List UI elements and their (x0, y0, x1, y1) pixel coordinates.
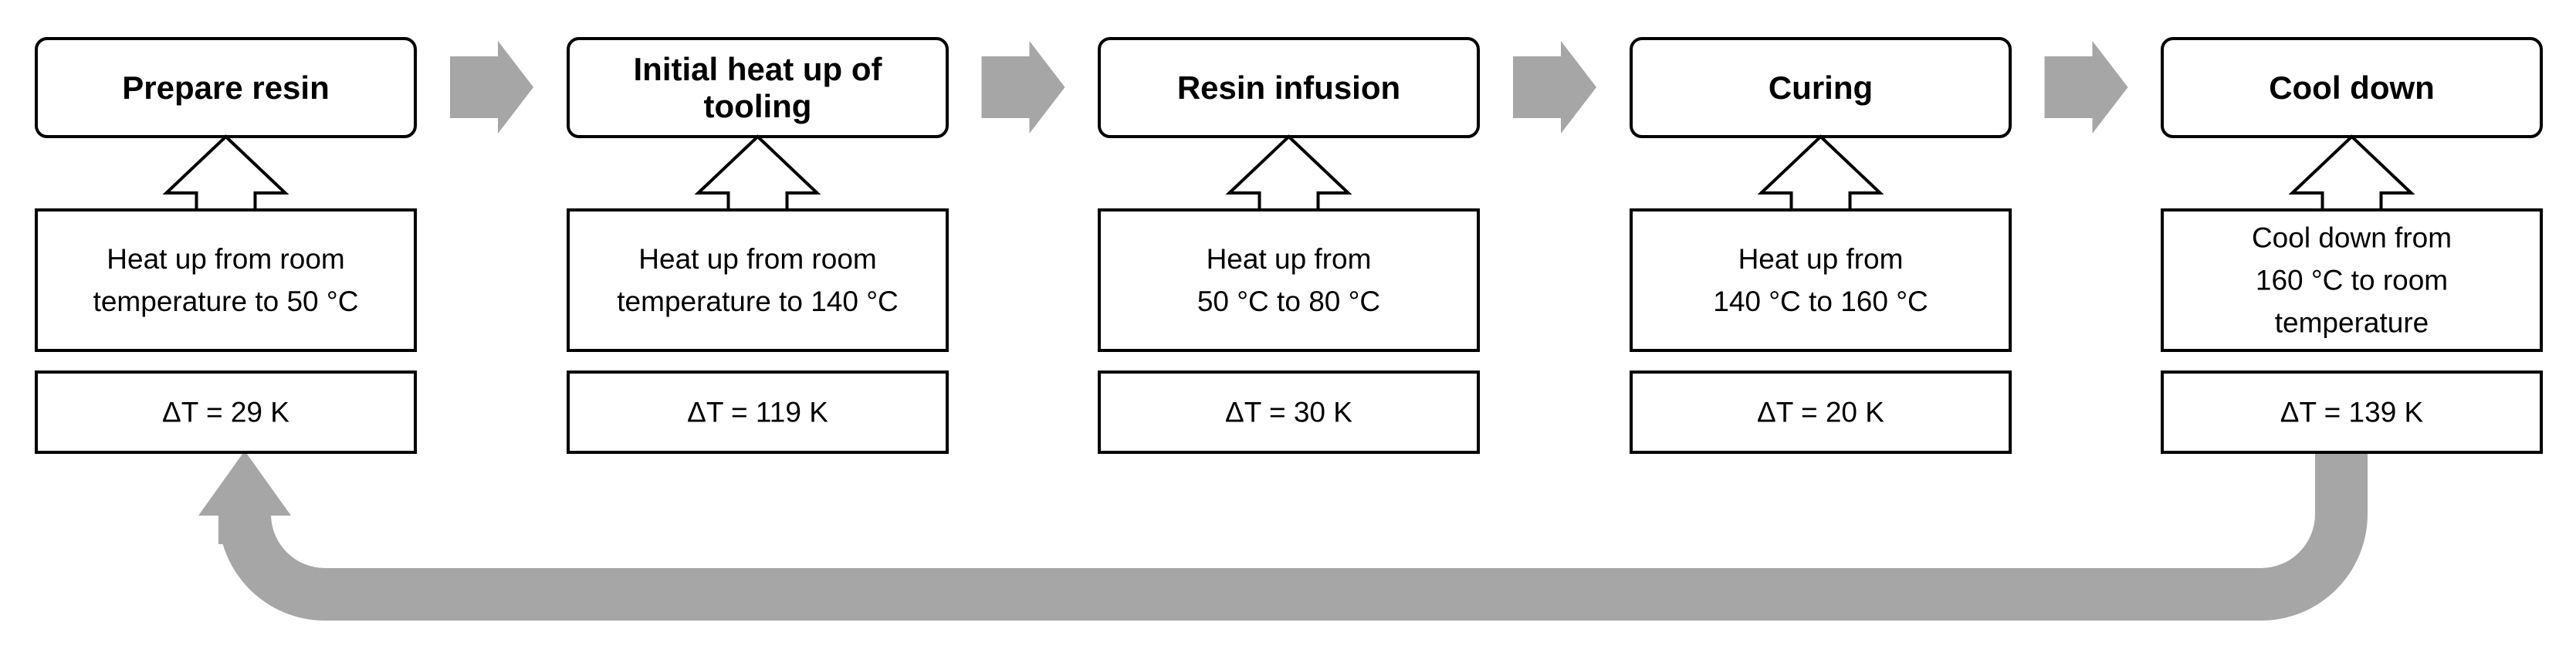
step-title-line: tooling (704, 88, 812, 124)
step-delta: ΔT = 29 K (162, 397, 289, 428)
step-delta-box (35, 370, 417, 454)
step-delta-box (567, 370, 949, 454)
connector-layer (450, 41, 2128, 134)
step-description-line: Cool down from (2252, 222, 2452, 254)
step-description-box (1098, 208, 1480, 352)
step-title-line: Initial heat up of (634, 51, 883, 87)
up-arrow-icon (162, 134, 289, 211)
step-description-line: Heat up from room (107, 243, 344, 275)
right-arrow-icon (1513, 41, 1596, 134)
step-description-line: 160 °C to room (2256, 265, 2448, 296)
step-title: Resin infusion (1177, 69, 1400, 106)
step-delta: ΔT = 139 K (2280, 397, 2424, 428)
step-description-line: temperature to 50 °C (93, 286, 359, 317)
step-description: Heat up from 50 °C to 80 °C (1197, 243, 1380, 317)
step-delta-box (1098, 370, 1480, 454)
step-description-line: 50 °C to 80 °C (1197, 286, 1380, 317)
right-arrow-icon (450, 41, 533, 134)
return-loop-layer (198, 451, 2368, 621)
right-arrow-icon (981, 41, 1065, 134)
up-arrow-icon (1225, 134, 1352, 211)
step-delta-box (1630, 370, 2012, 454)
step-description-line: temperature to 140 °C (617, 286, 898, 317)
step-description: Heat up from 140 °C to 160 °C (1713, 243, 1928, 317)
step-description: Cool down from 160 °C to room temperature (2252, 222, 2452, 339)
right-arrow-icon (2044, 41, 2128, 134)
step-description-line: Heat up from (1207, 243, 1372, 275)
return-arrow-head-icon (198, 451, 291, 544)
step-title: Cool down (2269, 69, 2435, 106)
step-title-line: Cool down (2269, 69, 2435, 106)
step-title-line: Curing (1769, 69, 1873, 106)
step-delta: ΔT = 119 K (687, 397, 828, 428)
step-description-box (2161, 208, 2543, 352)
step-description-line: Heat up from (1738, 243, 1904, 275)
step-delta-box (2161, 370, 2543, 454)
step-title-line: Resin infusion (1177, 69, 1400, 106)
step-description-box (567, 208, 949, 352)
step-description-line: 140 °C to 160 °C (1713, 286, 1928, 317)
step-description-box (35, 208, 417, 352)
step-description-box (1630, 208, 2012, 352)
up-arrow-icon (2288, 134, 2415, 211)
up-arrow-icon (1757, 134, 1884, 211)
step-delta: ΔT = 20 K (1757, 397, 1884, 428)
step-title-line: Prepare resin (122, 69, 330, 106)
step-title: Curing (1769, 69, 1873, 106)
up-arrow-icon (694, 134, 821, 211)
step-title: Prepare resin (122, 69, 330, 106)
step-description-line: Heat up from room (638, 243, 876, 275)
step-description: Heat up from room temperature to 50 °C (93, 243, 359, 317)
step-description: Heat up from room temperature to 140 °C (617, 243, 898, 317)
step-delta: ΔT = 30 K (1225, 397, 1352, 428)
return-loop-arrow (218, 452, 2368, 621)
step-description-line: temperature (2275, 307, 2429, 339)
